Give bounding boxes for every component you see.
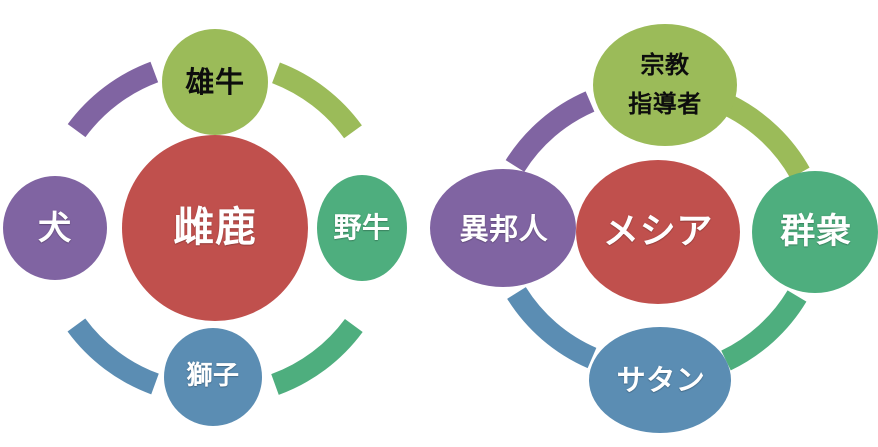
arc-bottom-left bbox=[507, 286, 597, 369]
arc-group bbox=[505, 91, 810, 371]
center-node-shape[interactable] bbox=[122, 135, 308, 321]
node-top-shape[interactable] bbox=[593, 24, 737, 146]
messiah-cycle-diagram: メシア 宗教 指導者 群衆 サタン 異邦人 bbox=[430, 0, 878, 447]
node-bottom-shape[interactable] bbox=[589, 327, 731, 433]
arc-bottom-left bbox=[67, 318, 159, 395]
arc-group bbox=[67, 61, 363, 395]
node-top-shape[interactable] bbox=[162, 29, 268, 135]
node-left-shape[interactable] bbox=[3, 176, 107, 280]
animal-cycle-diagram: 雌鹿 雄牛 野牛 獅子 犬 bbox=[0, 0, 430, 447]
arc-left-top bbox=[505, 91, 595, 173]
arc-left-top bbox=[67, 61, 159, 138]
arc-top-right bbox=[271, 62, 362, 139]
messiah-cycle-svg bbox=[430, 24, 878, 433]
center-node-shape[interactable] bbox=[576, 160, 740, 304]
arc-top-right bbox=[723, 95, 810, 179]
animal-cycle-svg bbox=[3, 29, 407, 426]
node-bottom-shape[interactable] bbox=[164, 328, 262, 426]
node-left-shape[interactable] bbox=[430, 169, 576, 287]
node-right-shape[interactable] bbox=[317, 175, 407, 281]
arc-right-bottom bbox=[721, 290, 807, 371]
arc-right-bottom bbox=[271, 318, 363, 395]
node-right-shape[interactable] bbox=[752, 171, 878, 293]
